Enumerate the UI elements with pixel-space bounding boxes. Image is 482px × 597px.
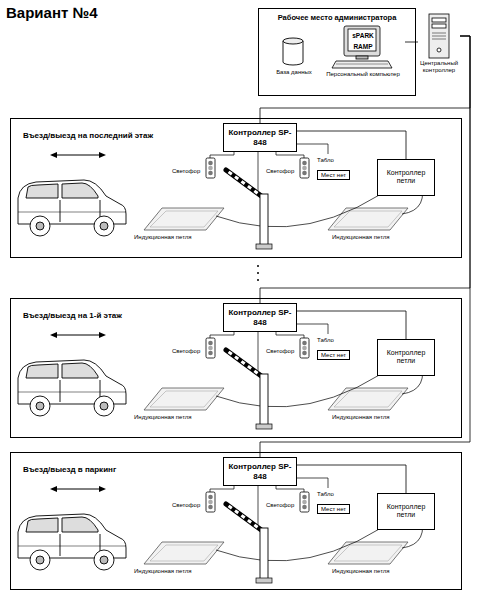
floor-illustration <box>18 478 423 583</box>
connector <box>260 36 470 457</box>
traffic-light-label: Светофор <box>172 502 200 508</box>
traffic-light-label: Светофор <box>266 502 294 508</box>
floor-panel: Контроллер SP-848ТаблоМест нетКонтроллер… <box>10 118 462 258</box>
loop-controller-box: Контроллер петли <box>377 339 435 376</box>
node-text: Мест нет <box>317 170 350 180</box>
node-text: Табло <box>317 157 350 163</box>
node-text: Контроллер SP-848 <box>227 308 293 327</box>
node-text: Контроллер петли <box>381 349 431 366</box>
loop-label: Индукционная петля <box>134 234 192 240</box>
node-text: sPARK RAMP <box>349 30 377 52</box>
node-text: Контроллер петли <box>381 503 431 520</box>
connector <box>297 465 406 493</box>
computer-icon <box>332 26 392 68</box>
diagram-title: Вариант №4 <box>6 4 98 21</box>
display-board: ТаблоМест нет <box>317 157 350 181</box>
workstation-group: База данных sPARK RAMP Персональный компью… <box>258 8 416 96</box>
ellipsis-dots <box>257 265 259 281</box>
personal-computer: sPARK RAMP Персональный компьютер <box>321 27 405 77</box>
loop-label: Индукционная петля <box>134 568 192 574</box>
traffic-light-label: Светофор <box>172 348 200 354</box>
connector <box>297 131 406 159</box>
node-text: База данных <box>271 69 317 75</box>
node-text: Мест нет <box>317 504 350 514</box>
node-text: Рабочее место администратора <box>259 13 415 22</box>
loop-label: Индукционная петля <box>134 414 192 420</box>
node-text: Табло <box>317 337 350 343</box>
node-text: Въезд/выезд на последний этаж <box>23 131 153 140</box>
node-text: Мест нет <box>317 350 350 360</box>
floor-illustration <box>18 144 423 249</box>
database: База данных <box>271 39 317 75</box>
display-board: ТаблоМест нет <box>317 337 350 361</box>
connector <box>405 42 418 43</box>
traffic-light-label: Светофор <box>172 168 200 174</box>
traffic-light-label: Светофор <box>266 168 294 174</box>
floor-panel: Контроллер SP-848ТаблоМест нетКонтроллер… <box>10 298 462 438</box>
loop-label: Индукционная петля <box>332 234 390 240</box>
node-text: Контроллер SP-848 <box>227 128 293 147</box>
node-text: Въезд/выезд на 1-й этаж <box>23 311 122 320</box>
node-text: Табло <box>317 491 350 497</box>
connector <box>260 36 470 303</box>
node-text: Въезд/выезд в паркинг <box>23 465 116 474</box>
controller-box: Контроллер SP-848 <box>223 303 297 332</box>
node-text: Персональный компьютер <box>321 71 405 77</box>
connector <box>297 311 406 339</box>
database-icon <box>283 38 303 65</box>
floor-illustration <box>18 324 423 429</box>
controller-box: Контроллер SP-848 <box>223 123 297 152</box>
node-text: Центральный контроллер <box>418 60 460 74</box>
node-text: Контроллер SP-848 <box>227 462 293 481</box>
central-controller: Центральный контроллер <box>418 14 460 74</box>
display-board: ТаблоМест нет <box>317 491 350 515</box>
loop-controller-box: Контроллер петли <box>377 493 435 530</box>
traffic-light-label: Светофор <box>266 348 294 354</box>
floor-panel: Контроллер SP-848ТаблоМест нетКонтроллер… <box>10 452 462 590</box>
node-text: Контроллер петли <box>381 169 431 186</box>
controller-box: Контроллер SP-848 <box>223 457 297 486</box>
loop-label: Индукционная петля <box>332 568 390 574</box>
controller-tower-icon <box>429 14 449 58</box>
loop-controller-box: Контроллер петли <box>377 159 435 196</box>
loop-label: Индукционная петля <box>332 414 390 420</box>
